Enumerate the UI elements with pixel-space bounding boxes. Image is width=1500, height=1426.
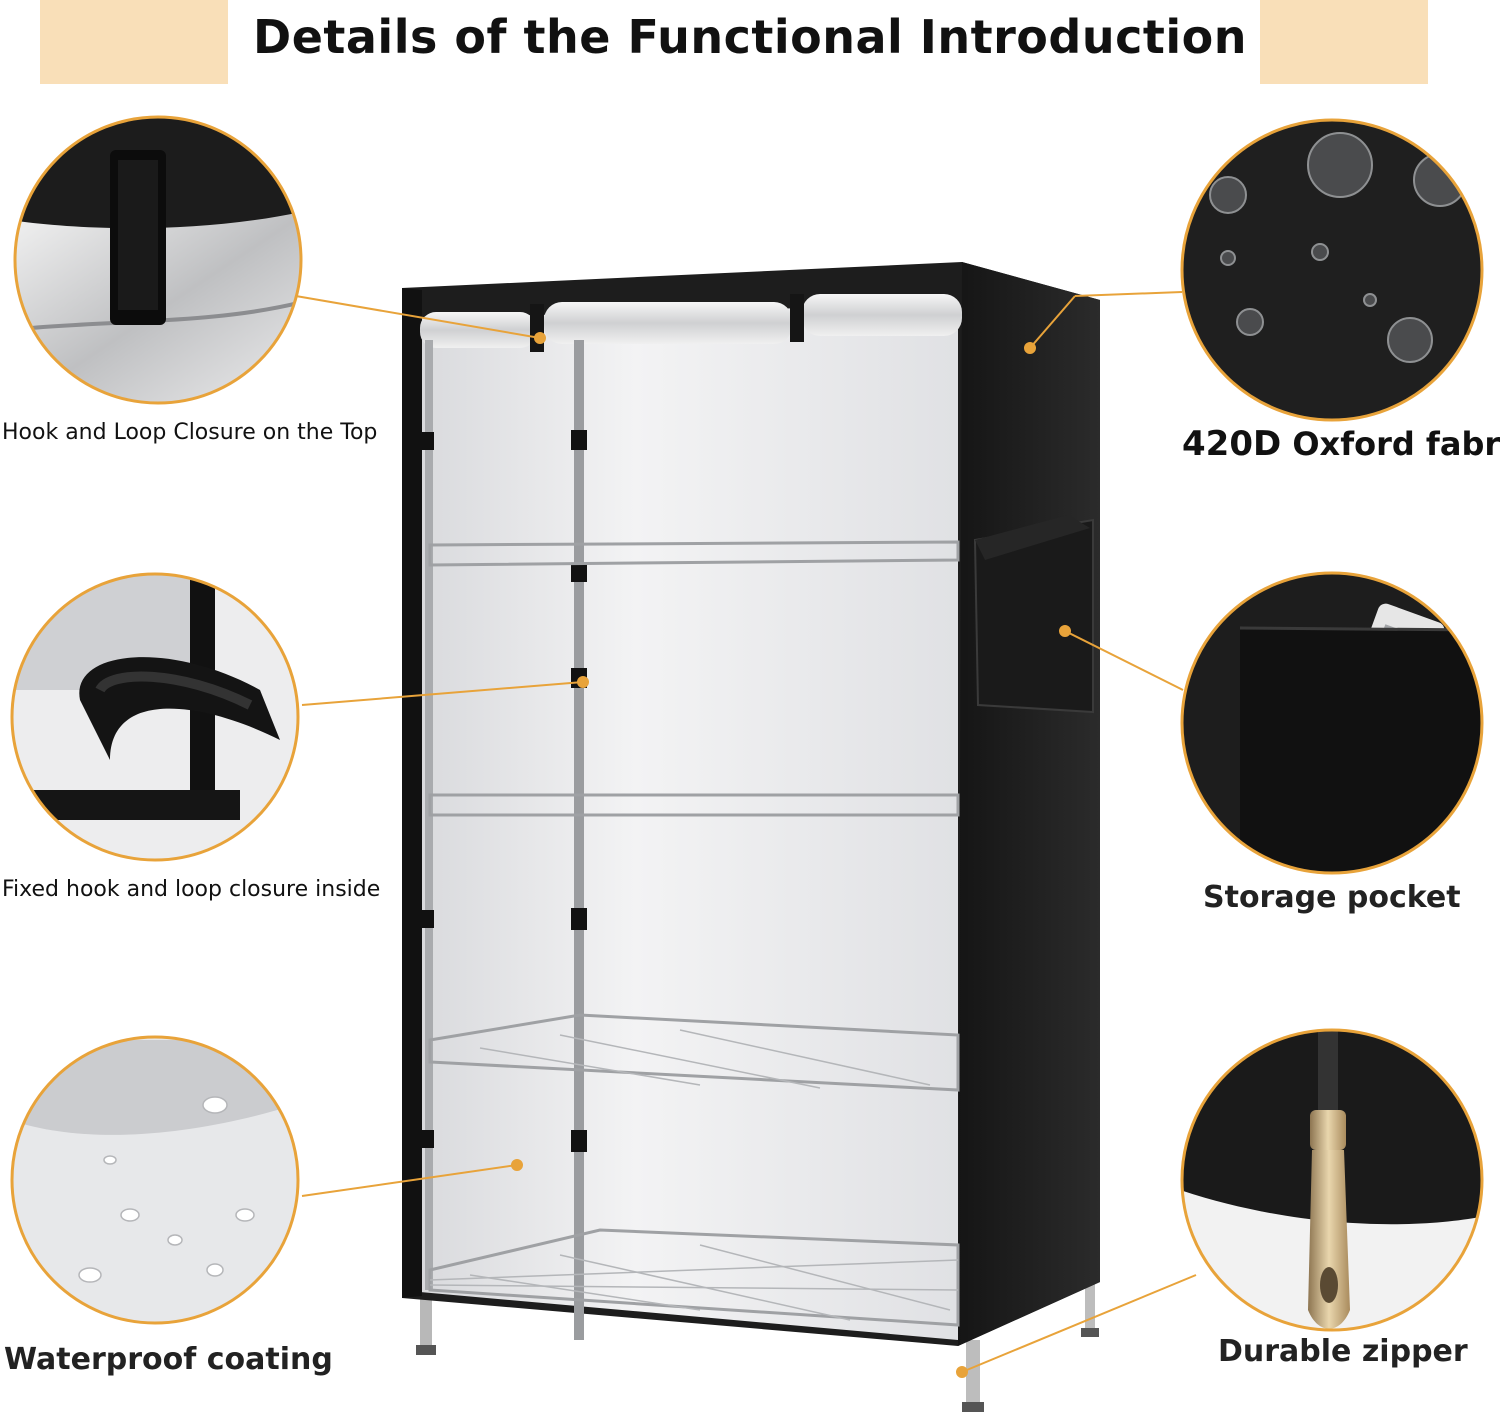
caption-waterproof-coating: Waterproof coating bbox=[4, 1342, 333, 1377]
fabric-type: Oxford fabric bbox=[1292, 425, 1500, 463]
velcro-loop-closeup-icon bbox=[10, 572, 300, 862]
header-band-right bbox=[1260, 0, 1428, 84]
caption-hook-loop-inside: Fixed hook and loop closure inside bbox=[2, 877, 381, 902]
caption-storage-pocket: Storage pocket bbox=[1203, 880, 1461, 915]
water-droplets-on-silver-icon bbox=[10, 1035, 300, 1325]
fabric-denier: 420D bbox=[1182, 424, 1282, 464]
caption-durable-zipper: Durable zipper bbox=[1218, 1334, 1468, 1369]
connector-lines bbox=[289, 291, 1197, 1378]
velcro-strap-closeup-icon bbox=[13, 115, 303, 405]
zipper-pull-icon bbox=[1180, 1028, 1484, 1332]
page-title: Details of the Functional Introduction bbox=[253, 10, 1247, 64]
caption-oxford-fabric: 420D Oxford fabric bbox=[1182, 424, 1500, 464]
shelf-cover bbox=[402, 262, 1100, 1412]
water-droplets-on-black-icon bbox=[1180, 118, 1484, 422]
header-band-left bbox=[40, 0, 228, 84]
pocket-with-remote-icon bbox=[1180, 571, 1484, 875]
caption-hook-loop-top: Hook and Loop Closure on the Top bbox=[2, 420, 378, 445]
